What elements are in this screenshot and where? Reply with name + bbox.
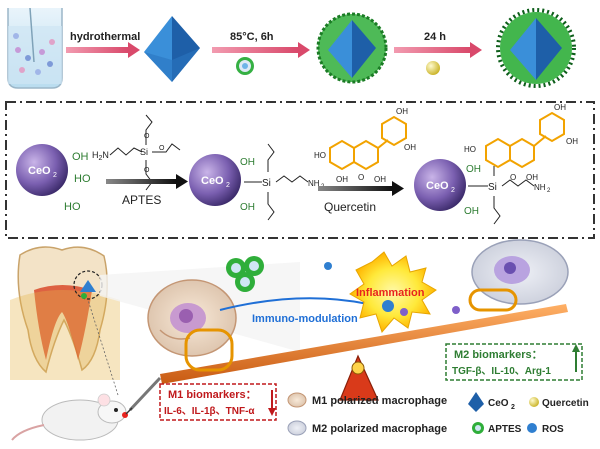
legend-quercetin: Quercetin — [542, 398, 589, 409]
quercetin-sphere-icon — [426, 61, 440, 75]
m1-macrophage-icon — [147, 279, 237, 357]
m2-macrophage-icon — [471, 239, 569, 305]
legend-ceo2-icon — [468, 392, 484, 412]
biology-scene: Immuno-modulation Inflammation M2 biomar… — [10, 239, 589, 441]
m1-title: M1 biomarkers： — [168, 389, 257, 401]
svg-text:H2N: H2N — [92, 150, 109, 162]
svg-text:OH: OH — [336, 175, 348, 184]
arrow-quercetin — [318, 186, 392, 191]
svg-text:O: O — [510, 173, 516, 182]
svg-text:HO: HO — [464, 145, 476, 154]
svg-text:HO: HO — [314, 151, 326, 160]
label-quercetin: Quercetin — [324, 200, 376, 214]
ceo2-octahedron-icon — [144, 16, 200, 82]
legend: M1 polarized macrophage M2 polarized mac… — [287, 392, 589, 436]
legend-ros: ROS — [542, 424, 564, 435]
ceo2-aptes-quercetin-particle-icon — [496, 8, 576, 88]
label-85c: 85°C, 6h — [230, 31, 274, 43]
svg-text:O: O — [358, 173, 364, 182]
legend-m2-icon — [287, 420, 307, 436]
legend-aptes: APTES — [488, 424, 522, 435]
svg-text:CeO: CeO — [201, 175, 224, 187]
particle-cluster-icon — [226, 256, 264, 292]
seesaw — [160, 288, 568, 401]
label-24h: 24 h — [424, 31, 446, 43]
m2-items: TGF-β、IL-10、Arg-1 — [452, 366, 551, 377]
mouse-icon — [11, 393, 128, 441]
svg-text:OH: OH — [72, 151, 89, 163]
inflammation-icon — [349, 251, 437, 333]
ceo2-sphere-3-icon — [414, 159, 466, 211]
arrow-aptes — [106, 179, 176, 184]
legend-ros-icon — [527, 423, 537, 433]
ceo2-sphere-2-icon — [189, 154, 241, 206]
arrow-85c — [212, 47, 298, 53]
label-hydrothermal: hydrothermal — [70, 31, 140, 43]
svg-text:2: 2 — [547, 188, 551, 194]
aptes-quercetin-bound: Si NH 2 HO OH OH O OH — [464, 103, 578, 225]
svg-text:Si: Si — [488, 182, 497, 193]
m1-items: IL-6、IL-1β、TNF-α — [164, 406, 255, 417]
quercetin-molecule: HO OH OH OH OH O — [314, 107, 416, 184]
chemistry-panel: CeO 2 OH HO HO H2N Si O O O APTES CeO 2 … — [5, 101, 595, 239]
svg-text:OH: OH — [566, 137, 578, 146]
svg-text:2: 2 — [451, 187, 455, 194]
label-aptes: APTES — [122, 193, 161, 207]
svg-text:OH: OH — [526, 173, 538, 182]
svg-text:OH: OH — [240, 202, 255, 213]
ceo2-sphere-1-icon — [16, 144, 68, 196]
svg-text:HO: HO — [64, 201, 81, 213]
legend-quercetin-icon — [529, 397, 539, 407]
svg-text:2: 2 — [511, 404, 515, 411]
ceo2-label-1: CeO — [28, 165, 51, 177]
m1-biomarkers-box: M1 biomarkers： IL-6、IL-1β、TNF-α — [159, 383, 277, 421]
svg-text:OH: OH — [464, 206, 479, 217]
svg-text:NH: NH — [308, 179, 320, 188]
arrow-hydrothermal — [66, 47, 128, 53]
legend-ceo2: CeO — [488, 398, 509, 409]
svg-text:O: O — [144, 133, 150, 140]
legend-m2: M2 polarized macrophage — [312, 423, 447, 435]
beaker-icon — [7, 7, 63, 89]
svg-text:OH: OH — [554, 103, 566, 112]
svg-text:2: 2 — [53, 172, 57, 179]
m2-title: M2 biomarkers： — [454, 349, 543, 361]
aptes-bound-1: Si NH 2 — [244, 143, 325, 221]
svg-text:Si: Si — [262, 178, 271, 189]
svg-text:OH: OH — [374, 175, 386, 184]
svg-text:Si: Si — [140, 147, 148, 157]
svg-text:OH: OH — [404, 143, 416, 152]
aptes-icon — [236, 57, 254, 75]
svg-text:OH: OH — [466, 164, 481, 175]
synthesis-row: hydrothermal 85°C, 6h 24 h — [7, 7, 576, 89]
svg-text:OH: OH — [240, 157, 255, 168]
svg-text:OH: OH — [396, 107, 408, 116]
legend-m1-icon — [287, 392, 307, 408]
label-immunomodulation: Immuno-modulation — [252, 313, 358, 325]
ceo2-aptes-particle-icon — [316, 12, 388, 84]
immunomodulation-arrow — [219, 297, 369, 311]
svg-text:NH: NH — [534, 183, 546, 192]
tooth-icon — [10, 246, 120, 380]
svg-text:O: O — [159, 145, 165, 152]
arrow-24h — [394, 47, 470, 53]
svg-text:HO: HO — [74, 173, 91, 185]
legend-m1: M1 polarized macrophage — [312, 395, 447, 407]
svg-text:2: 2 — [226, 182, 230, 189]
svg-text:O: O — [144, 167, 150, 174]
m2-biomarkers-box: M2 biomarkers： TGF-β、IL-10、Arg-1 — [445, 343, 583, 381]
label-inflammation: Inflammation — [356, 287, 425, 299]
syringe-icon — [125, 376, 162, 415]
svg-text:CeO: CeO — [426, 180, 449, 192]
aptes-molecule: H2N Si O O O — [92, 114, 181, 191]
